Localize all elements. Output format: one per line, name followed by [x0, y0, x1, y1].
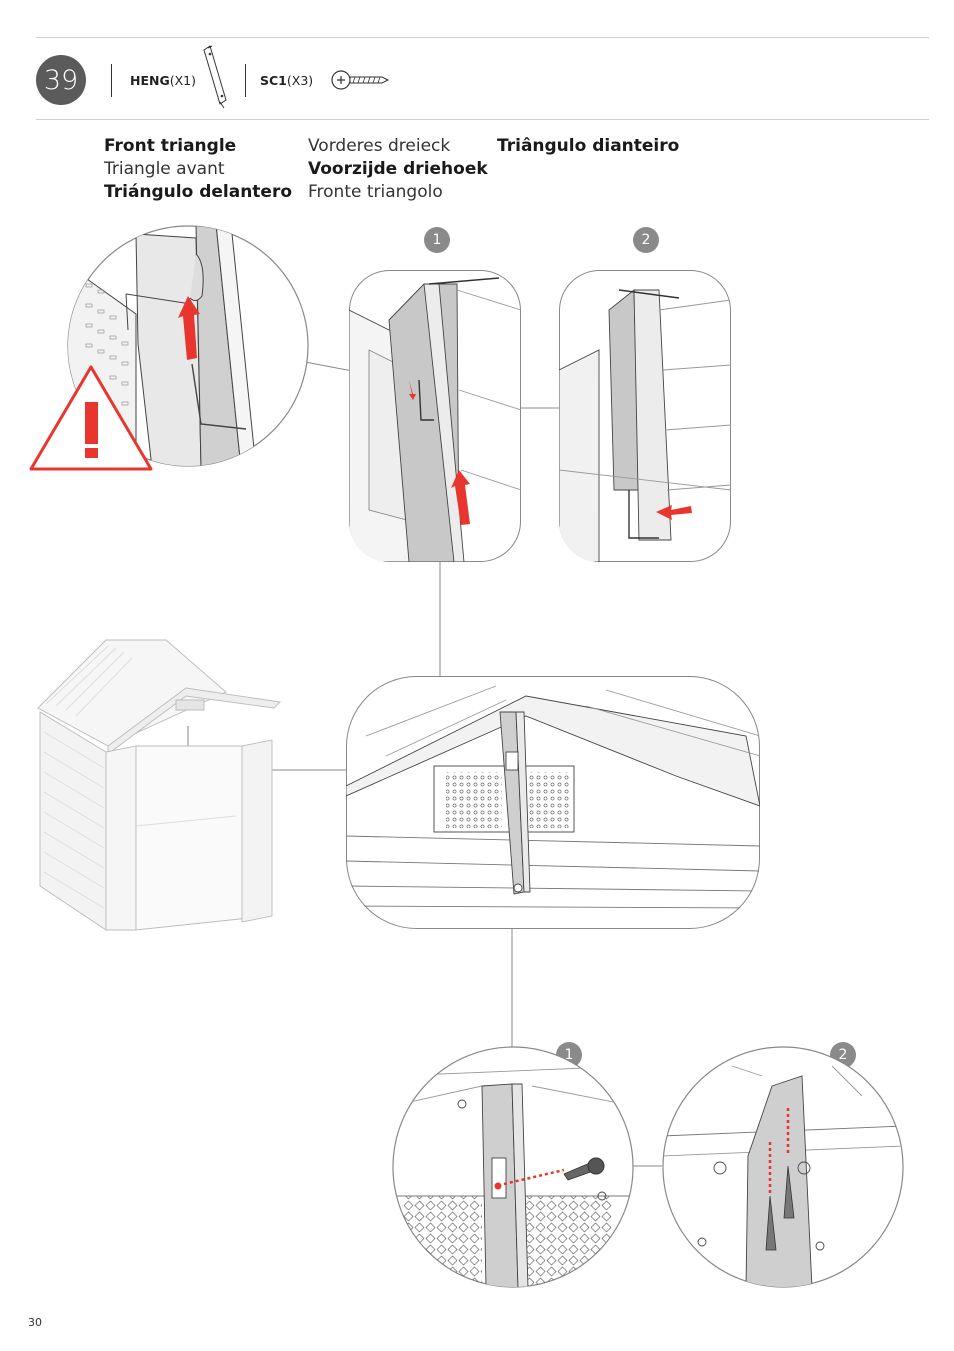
part-heng-code: HENG	[130, 73, 170, 88]
part-heng-qty: (X1)	[169, 73, 197, 88]
header-separator-2	[245, 64, 246, 97]
part-sc1-code: SC1	[260, 73, 287, 88]
step-number-badge: 39	[36, 55, 86, 105]
screw-part-icon	[331, 70, 390, 90]
page-number: 30	[28, 1316, 42, 1329]
header-separator-1	[111, 64, 112, 97]
part-sc1-label: SC1(X3)	[260, 73, 313, 88]
bottom-detail-circle-2	[662, 1046, 904, 1288]
title-de: Vorderes dreieck	[308, 136, 451, 156]
bottom-detail-circle-1	[392, 1046, 634, 1288]
main-interior-panel	[346, 676, 760, 929]
bracket-part-icon	[203, 45, 227, 109]
shed-overview	[37, 639, 281, 931]
detail-badge-2: 2	[633, 227, 659, 253]
part-sc1-qty: (X3)	[286, 73, 314, 88]
title-fr: Triangle avant	[104, 159, 225, 179]
detail-badge-1: 1	[424, 227, 450, 253]
step-number: 39	[43, 64, 79, 96]
exclamation-warning-icon	[29, 365, 153, 471]
detail-panel-1	[349, 270, 521, 562]
title-es: Triángulo delantero	[104, 182, 293, 202]
title-it: Fronte triangolo	[308, 182, 443, 202]
title-nl: Voorzijde driehoek	[308, 159, 488, 179]
title-en: Front triangle	[104, 136, 237, 156]
part-heng-label: HENG(X1)	[130, 73, 196, 88]
up-arrow-icon	[178, 296, 200, 360]
screw-icon	[563, 1157, 605, 1181]
detail-panel-2	[559, 270, 731, 562]
header-top-rule	[36, 37, 929, 38]
header-bottom-rule	[36, 119, 929, 120]
title-pt: Triângulo dianteiro	[497, 136, 680, 156]
